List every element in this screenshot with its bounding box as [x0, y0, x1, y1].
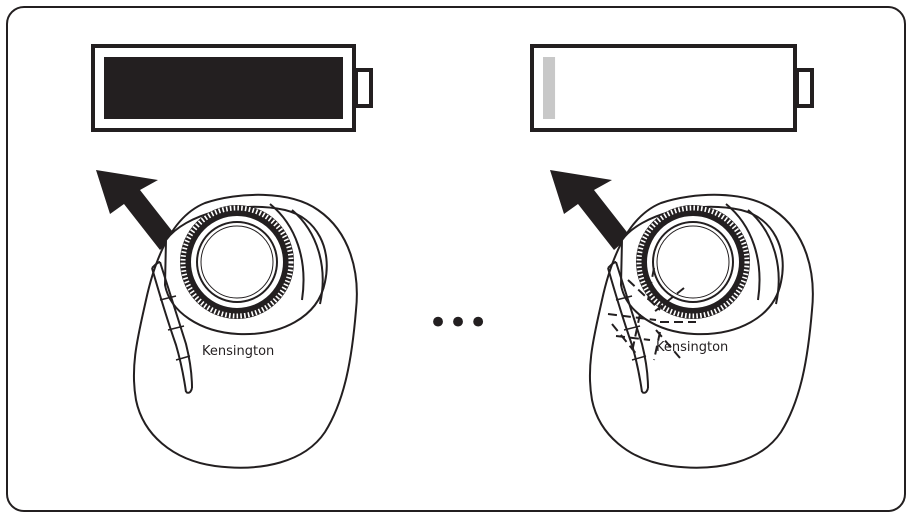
ellipsis-separator: ••• — [428, 303, 488, 343]
battery-full-icon — [91, 44, 373, 132]
flashing-led-indicator-icon — [607, 267, 696, 361]
device-brand-label: Kensington — [656, 340, 728, 355]
battery-low-icon — [530, 44, 814, 132]
diagram-frame — [6, 6, 906, 512]
left-panel: Kensington — [91, 44, 373, 468]
trackball-mouse: Kensington — [134, 195, 357, 468]
device-brand-label: Kensington — [202, 344, 274, 359]
arrow-up-left-icon — [550, 170, 630, 250]
trackball-mouse: Kensington — [590, 195, 813, 468]
arrow-up-left-icon — [96, 170, 176, 250]
battery-charge-fill — [104, 57, 343, 119]
right-panel: Kensington — [530, 44, 814, 468]
battery-charge-fill — [543, 57, 556, 119]
